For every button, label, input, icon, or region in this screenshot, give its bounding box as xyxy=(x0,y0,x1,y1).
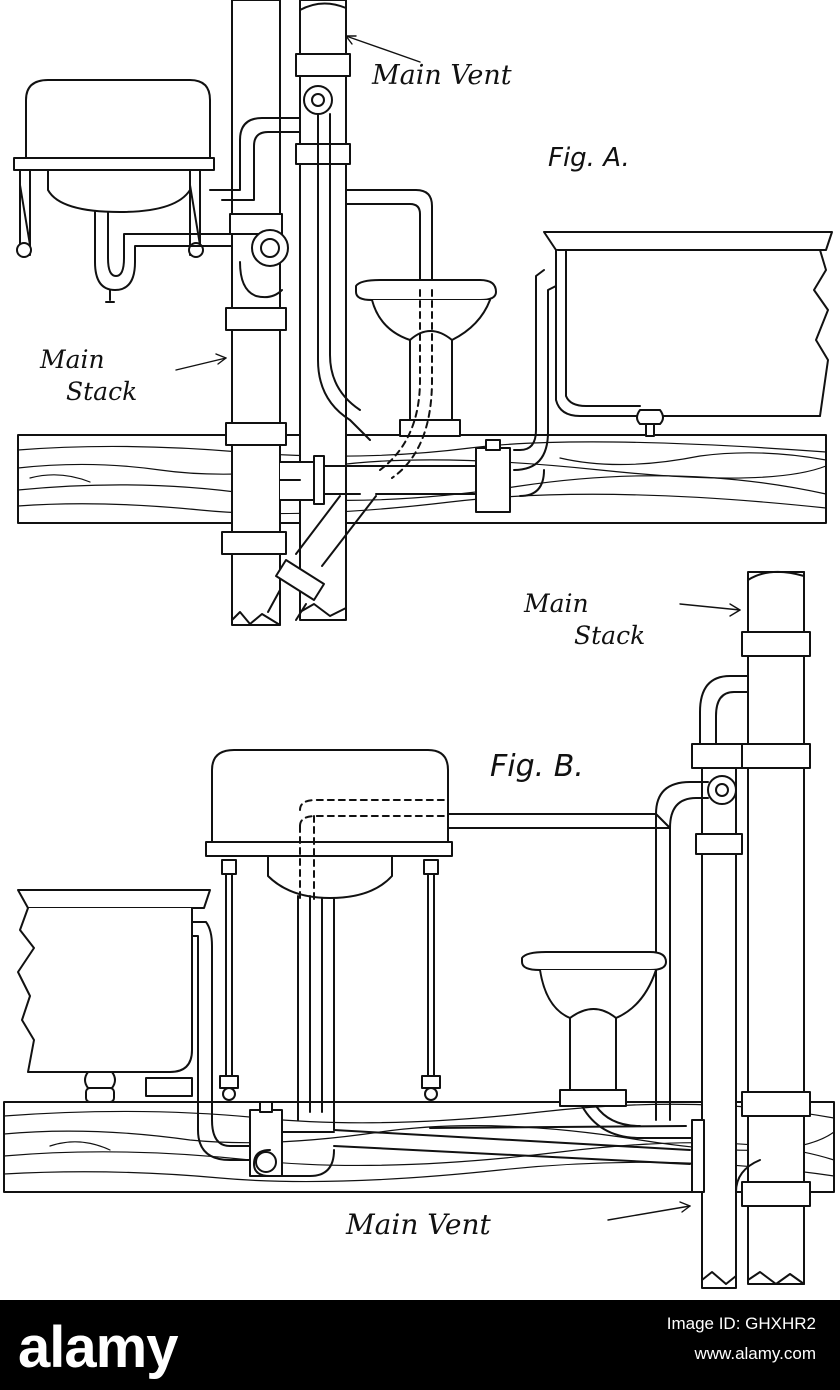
figure-b: Main Stack Fig. B. Main Vent xyxy=(3,570,835,1289)
plumbing-diagram: Main Vent Fig. A. Main Stack xyxy=(3,0,835,1289)
label-main-vent-b: Main Vent xyxy=(345,1208,492,1241)
vent-branch-b xyxy=(447,781,709,1121)
main-stack-a xyxy=(221,0,287,626)
image-id: Image ID: GHXHR2 xyxy=(666,1314,816,1333)
figure-a: Main Vent Fig. A. Main Stack xyxy=(13,0,833,626)
label-main-stack-a-line1: Main xyxy=(39,345,105,374)
alamy-logo: alamy xyxy=(18,1315,178,1380)
arrow-main-vent-a xyxy=(345,35,421,63)
vent-branch-a xyxy=(209,85,433,441)
main-stack-b xyxy=(699,570,811,1285)
lavatory-a xyxy=(13,79,289,303)
label-main-vent-a: Main Vent xyxy=(371,60,512,91)
arrow-main-vent-b xyxy=(607,1205,691,1221)
site-url: www.alamy.com xyxy=(694,1344,816,1363)
drain-b xyxy=(249,1101,691,1177)
figure-b-title: Fig. B. xyxy=(490,749,584,784)
main-vent-a xyxy=(295,0,351,621)
arrow-main-stack-a xyxy=(175,357,227,371)
bathtub-b xyxy=(17,889,261,1161)
label-main-stack-a-line2: Stack xyxy=(66,377,137,406)
drain-a xyxy=(267,439,511,621)
main-vent-b xyxy=(691,743,743,1289)
arrow-main-stack-b xyxy=(679,603,741,611)
water-closet-a xyxy=(355,279,497,479)
water-closet-b xyxy=(521,951,693,1139)
label-main-stack-b-line2: Stack xyxy=(574,621,645,650)
lavatory-b xyxy=(205,749,453,1131)
bathtub-a xyxy=(513,231,833,497)
label-main-stack-b-line1: Main xyxy=(523,589,589,618)
watermark-footer: alamy Image ID: GHXHR2 www.alamy.com xyxy=(0,1300,840,1390)
figure-a-title: Fig. A. xyxy=(548,143,630,173)
floor-a xyxy=(17,434,827,524)
